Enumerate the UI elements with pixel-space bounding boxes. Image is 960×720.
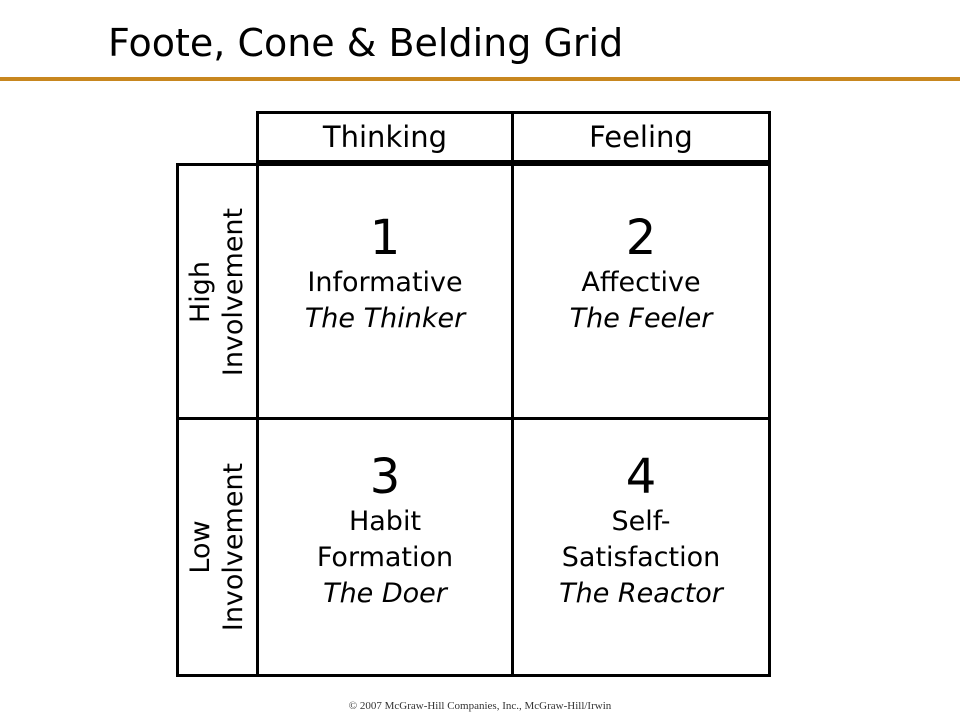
row-label-low-text: Low Involvement — [185, 463, 251, 631]
column-header-feeling: Feeling — [511, 111, 771, 163]
page-title: Foote, Cone & Belding Grid — [108, 21, 624, 65]
row-label-low-line1: Low — [185, 520, 217, 574]
row-label-low-involvement: Low Involvement — [176, 417, 259, 677]
quadrant-persona: The Doer — [323, 578, 447, 609]
row-label-high-text: High Involvement — [185, 207, 251, 375]
quadrant-label-line2: Satisfaction — [561, 542, 721, 573]
quadrant-1-informative: 1 Informative The Thinker — [256, 163, 514, 420]
title-underline — [0, 77, 960, 81]
quadrant-persona: The Feeler — [569, 303, 713, 334]
row-label-high-line1: High — [185, 260, 217, 323]
row-label-low-line2: Involvement — [218, 462, 250, 632]
quadrant-label-line1: Self- — [611, 506, 671, 537]
quadrant-persona: The Reactor — [559, 578, 723, 609]
quadrant-persona: The Thinker — [304, 303, 466, 334]
quadrant-number: 2 — [625, 210, 657, 266]
quadrant-label-line1: Habit — [348, 506, 422, 537]
quadrant-2-affective: 2 Affective The Feeler — [511, 163, 771, 420]
quadrant-number: 3 — [369, 449, 401, 505]
quadrant-label: Informative — [307, 267, 463, 298]
copyright-notice: © 2007 McGraw-Hill Companies, Inc., McGr… — [348, 700, 612, 712]
quadrant-4-self-satisfaction: 4 Self- Satisfaction The Reactor — [511, 417, 771, 677]
row-label-high-line2: Involvement — [218, 207, 250, 376]
quadrant-label-line2: Formation — [316, 542, 454, 573]
column-header-thinking: Thinking — [256, 111, 514, 163]
quadrant-label: Affective — [581, 267, 701, 298]
quadrant-number: 4 — [625, 449, 657, 505]
quadrant-3-habit-formation: 3 Habit Formation The Doer — [256, 417, 514, 677]
row-label-high-involvement: High Involvement — [176, 163, 259, 420]
quadrant-number: 1 — [369, 210, 401, 266]
